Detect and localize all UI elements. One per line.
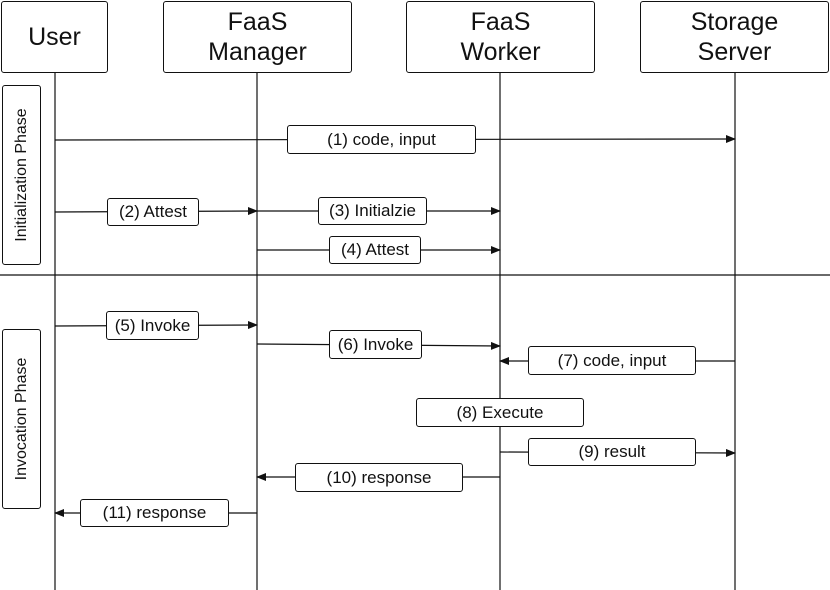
message-11-label: (11) response [80, 499, 229, 527]
participant-storage-server: Storage Server [640, 1, 829, 73]
participant-user: User [1, 1, 108, 73]
initialization-phase-box: Initialization Phase [2, 85, 41, 265]
message-6-label: (6) Invoke [329, 330, 422, 359]
message-1-label: (1) code, input [287, 125, 476, 154]
participant-faas-manager: FaaS Manager [163, 1, 352, 73]
message-4-label: (4) Attest [329, 236, 421, 264]
message-9-label: (9) result [528, 438, 696, 466]
message-5-label: (5) Invoke [106, 311, 199, 340]
message-8-label: (8) Execute [416, 398, 584, 427]
participant-faas-worker: FaaS Worker [406, 1, 595, 73]
invocation-phase-label: Invocation Phase [12, 357, 30, 481]
initialization-phase-label: Initialization Phase [12, 108, 30, 242]
message-3-label: (3) Initialzie [318, 197, 427, 225]
message-2-label: (2) Attest [107, 198, 199, 226]
message-10-label: (10) response [295, 463, 463, 492]
message-7-label: (7) code, input [528, 346, 696, 375]
invocation-phase-box: Invocation Phase [2, 329, 41, 509]
